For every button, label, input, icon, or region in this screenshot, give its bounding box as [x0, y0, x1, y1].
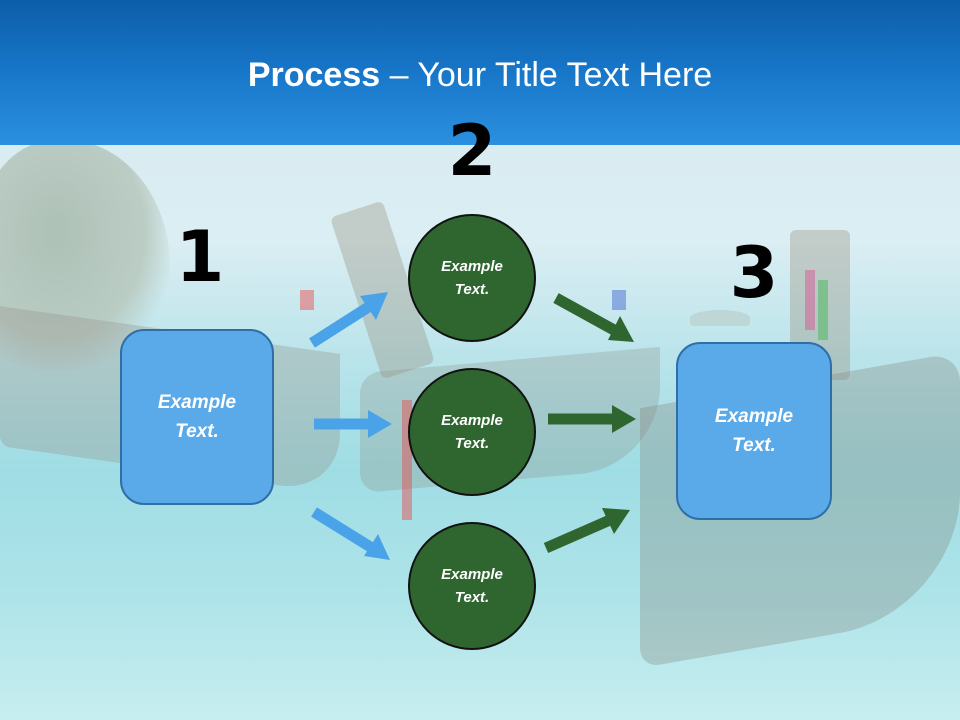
process-circle-top[interactable]: Example Text. [408, 214, 536, 342]
arrow-to-top-circle [309, 292, 388, 348]
step-number-1: 1 [175, 216, 225, 298]
arrow-to-middle-circle [314, 410, 392, 438]
arrow-from-top-circle [553, 293, 634, 342]
ribbon-decoration [818, 280, 828, 340]
circle-text: Example Text. [441, 412, 503, 452]
step-number-2: 2 [447, 110, 497, 192]
title-rest-part: – Your Title Text Here [380, 56, 713, 94]
flag-decoration [300, 290, 314, 310]
right-box-text: Example Text. [714, 406, 794, 456]
island-shape [690, 310, 750, 326]
circle-text: Example Text. [441, 258, 503, 298]
step-number-3: 3 [729, 232, 779, 314]
page-title: Process – Your Title Text Here [0, 55, 960, 95]
ribbon-decoration [805, 270, 815, 330]
circle-text: Example Text. [441, 566, 503, 606]
arrow-to-bottom-circle [311, 507, 390, 560]
left-process-box[interactable]: Example Text. [120, 329, 274, 505]
title-bold-part: Process [247, 56, 381, 94]
left-box-text: Example Text. [157, 392, 237, 442]
title-band [0, 0, 960, 145]
flag-decoration [612, 290, 626, 310]
process-circle-middle[interactable]: Example Text. [408, 368, 536, 496]
arrow-from-middle-circle [548, 405, 636, 433]
arrow-from-bottom-circle [543, 508, 630, 554]
ribbon-decoration [402, 400, 412, 520]
right-process-box[interactable]: Example Text. [676, 342, 832, 520]
process-circle-bottom[interactable]: Example Text. [408, 522, 536, 650]
